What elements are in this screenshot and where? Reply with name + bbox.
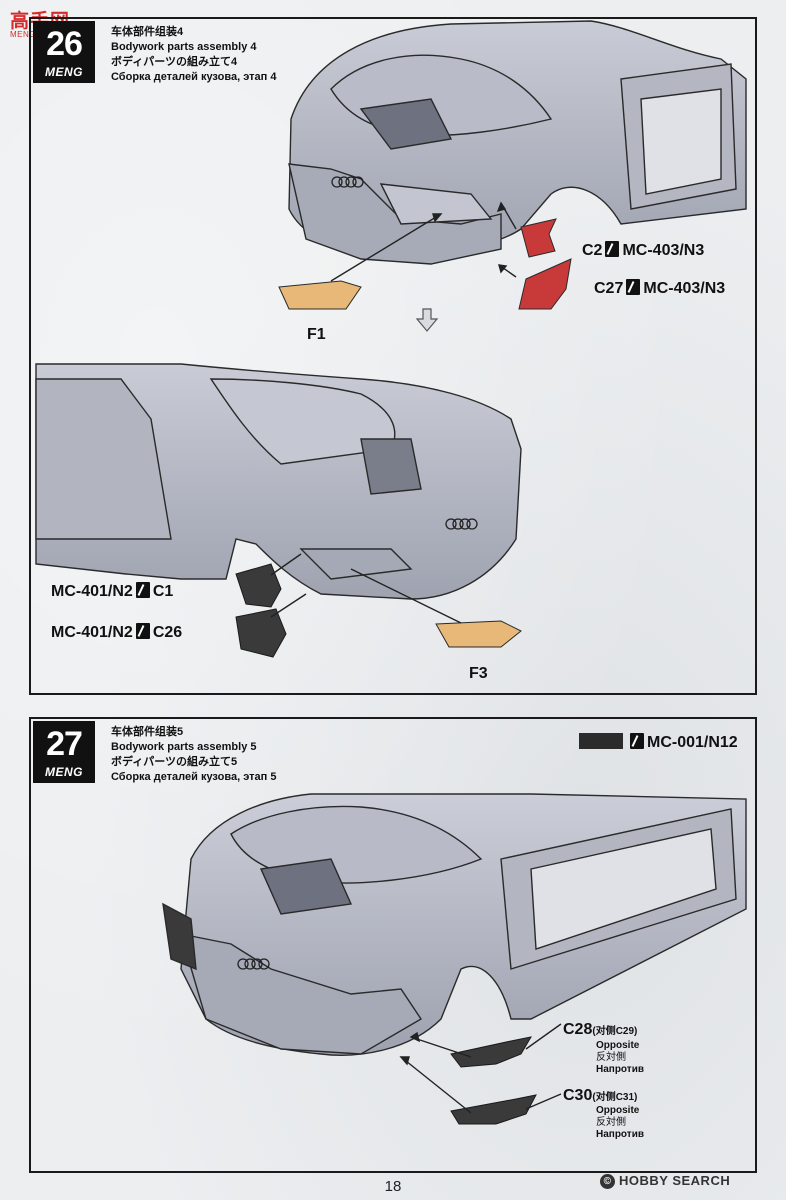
paint-note: MC-001/N12 [579,733,738,752]
part-c2 [520,218,557,258]
callout-c30: C30(对侧C31) [563,1087,637,1105]
callout-c2: C2 MC-403/N3 [582,241,704,260]
car-body-step27 [162,793,747,1056]
car-body-upper [288,20,747,265]
callout-f1: F1 [307,326,326,343]
part-c30 [450,1094,537,1125]
copyright-icon: © [600,1174,615,1189]
callout-c27: C27 MC-403/N3 [594,279,725,298]
opposite-ru: Напротив [596,1064,644,1075]
step-badge: 27 MENG [33,721,95,783]
step-26-panel: 26 MENG 车体部件组装4 Bodywork parts assembly … [29,17,757,695]
step-title-jp: ボディパーツの組み立て4 [111,56,238,68]
part-c1 [235,563,282,608]
paint-chip-icon [135,582,150,598]
step-title-ru: Сборка деталей кузова, этап 5 [111,771,277,783]
part-label-c2: C2 [582,242,603,259]
down-arrow-icon [415,308,439,332]
part-label-c26: C26 [152,624,183,641]
step-27-illustration [162,793,747,1125]
step-title-en: Bodywork parts assembly 5 [111,741,257,753]
part-label-c27: C27 [594,280,624,297]
parts-step26-lower [235,563,522,658]
brand-logo: MENG [45,65,83,79]
paint-note-code: MC-001/N12 [647,734,738,751]
step-title-jp: ボディパーツの組み立て5 [111,756,238,768]
callout-c1: MC-401/N2 C1 [51,582,173,601]
audi-rings-lower [445,518,478,530]
paint-chip-icon [605,241,620,257]
parts-step27 [450,1036,537,1125]
paint-chip-icon [630,733,644,749]
part-c28 [450,1036,532,1068]
assembly-arrows-step27 [399,1023,562,1114]
opposite-part-c31: (对侧C31) [592,1092,638,1103]
callout-c26: MC-401/N2 C26 [51,623,182,642]
color-swatch-icon [579,733,623,749]
step-26-illustration [35,20,747,658]
car-body-lower [35,363,522,600]
page-number: 18 [384,1178,402,1195]
watermark: © HOBBY SEARCH [600,1173,730,1189]
parts-step26-upper [278,218,572,310]
assembly-arrows-lower [270,553,462,624]
callout-f3: F3 [469,665,488,682]
opposite-note-c28: Opposite 反対側 Напротив [596,1040,644,1076]
part-f1 [278,280,362,310]
paint-code-c2: MC-403/N3 [622,242,705,259]
opposite-en: Opposite [596,1040,640,1051]
opposite-jp: 反対側 [596,1117,626,1128]
paint-code-c26: MC-401/N2 [51,624,133,641]
paint-chip-icon [626,279,641,295]
callout-c28: C28(对侧C29) [563,1021,637,1039]
assembly-arrows [330,201,517,282]
step-title-cn: 车体部件组装5 [111,726,184,738]
opposite-jp: 反対側 [596,1052,626,1063]
paint-code-c27: MC-403/N3 [643,280,726,297]
step-title-ru: Сборка деталей кузова, этап 4 [111,71,277,83]
step-badge: 26 MENG [33,21,95,83]
part-label-c28: C28 [563,1021,593,1038]
part-c27 [518,258,572,310]
paint-code-c1: MC-401/N2 [51,583,133,600]
opposite-note-c30: Opposite 反対側 Напротив [596,1105,644,1141]
step-titles: 车体部件组装4 Bodywork parts assembly 4 ボディパーツ… [111,25,276,85]
step-27-panel: 27 MENG 车体部件组装5 Bodywork parts assembly … [29,717,757,1173]
step-number: 27 [46,725,83,763]
audi-rings-step27 [237,958,270,970]
paint-chip-icon [135,623,150,639]
audi-rings [331,176,364,188]
step-titles: 车体部件组装5 Bodywork parts assembly 5 ボディパーツ… [111,725,276,785]
part-label-c30: C30 [563,1087,593,1104]
step-title-cn: 车体部件组装4 [111,26,184,38]
step-number: 26 [46,25,83,63]
brand-logo: MENG [45,765,83,779]
step-title-en: Bodywork parts assembly 4 [111,41,257,53]
opposite-part-c29: (对侧C29) [592,1026,638,1037]
part-f3 [435,620,522,648]
opposite-en: Opposite [596,1105,640,1116]
part-c26 [235,608,287,658]
part-label-c1: C1 [152,583,174,600]
watermark-text: HOBBY SEARCH [619,1173,731,1188]
opposite-ru: Напротив [596,1129,644,1140]
